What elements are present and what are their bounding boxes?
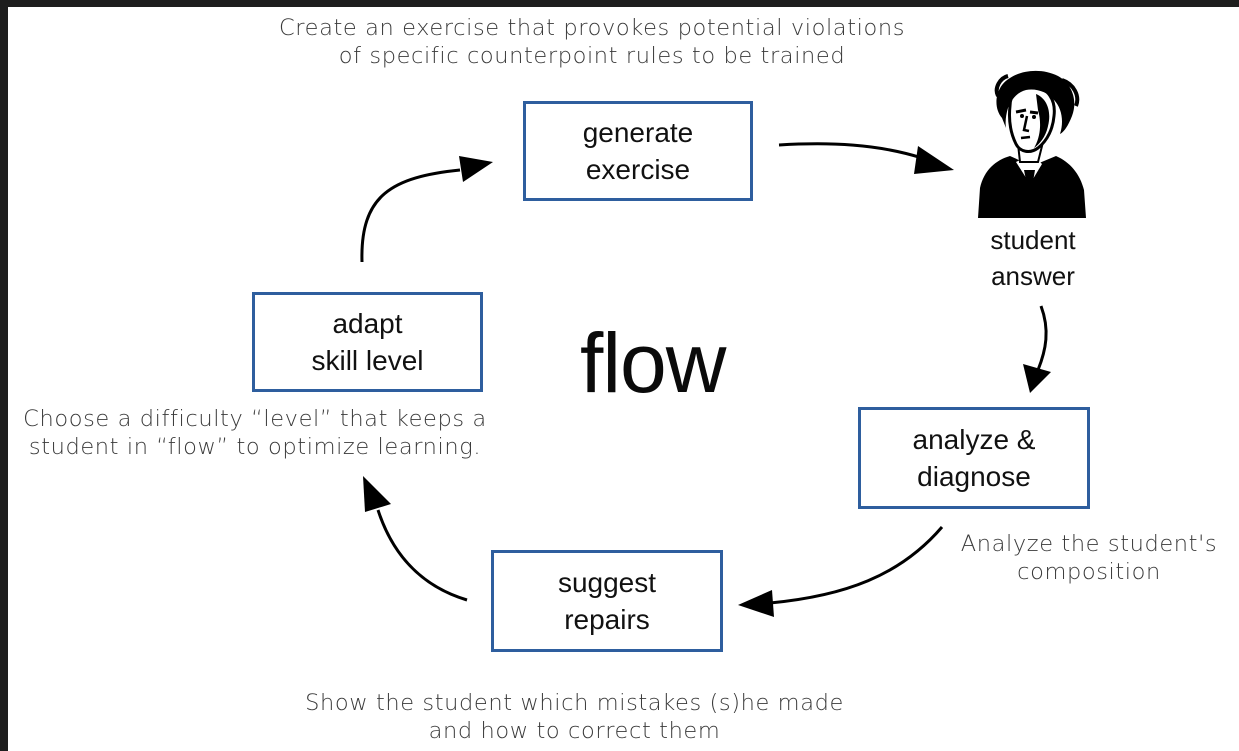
arrow-repairs-to-adapt [376, 509, 468, 602]
student-label-line-1: student [990, 225, 1076, 255]
adapt-skill-level-box: adapt skill level [252, 292, 483, 392]
analyze-caption-line-1: Analyze the student's [960, 531, 1218, 557]
arrowhead-adapt [363, 476, 391, 512]
generate-caption: Create an exercise that provokes potenti… [0, 14, 1184, 70]
repairs-caption: Show the student which mistakes (s)he ma… [0, 689, 1149, 745]
repairs-box-line-1: suggest [557, 567, 657, 598]
arrow-generate-to-student [778, 142, 923, 160]
arrowhead-generate [459, 156, 493, 182]
repairs-caption-line-2: and how to correct them [428, 718, 721, 744]
adapt-caption-line-2: student in “flow” to optimize learning. [28, 434, 482, 460]
generate-caption-line-1: Create an exercise that provokes potenti… [278, 15, 906, 41]
student-label-line-2: answer [991, 261, 1075, 291]
student-answer-label: student answer [963, 222, 1103, 294]
adapt-box-line-2: skill level [311, 345, 424, 376]
repairs-box-line-2: repairs [564, 604, 650, 635]
repairs-caption-line-1: Show the student which mistakes (s)he ma… [305, 690, 844, 716]
generate-exercise-box: generate exercise [523, 101, 753, 201]
arrowhead-analyze [1023, 364, 1051, 393]
analyze-caption-line-2: composition [1017, 559, 1161, 585]
analyze-box-line-1: analyze & [912, 424, 1036, 455]
arrowhead-student [914, 146, 954, 174]
arrowhead-repairs [738, 590, 774, 617]
arrow-student-to-analyze [1036, 305, 1048, 371]
adapt-box-line-1: adapt [332, 308, 403, 339]
analyze-caption: Analyze the student's composition [944, 530, 1234, 586]
analyze-box-line-2: diagnose [917, 461, 1031, 492]
arrow-analyze-to-repairs [769, 526, 944, 605]
generate-box-line-2: exercise [585, 154, 691, 185]
composer-portrait-icon [978, 70, 1086, 218]
generate-caption-line-2: of specific counterpoint rules to be tra… [338, 43, 846, 69]
adapt-caption-line-1: Choose a difficulty “level” that keeps a [23, 406, 487, 432]
adapt-caption: Choose a difficulty “level” that keeps a… [0, 405, 510, 461]
flow-center-label: flow [580, 316, 726, 410]
suggest-repairs-box: suggest repairs [491, 550, 723, 652]
generate-box-line-1: generate [582, 117, 694, 148]
analyze-diagnose-box: analyze & diagnose [858, 407, 1090, 509]
arrow-adapt-to-generate [360, 168, 461, 263]
